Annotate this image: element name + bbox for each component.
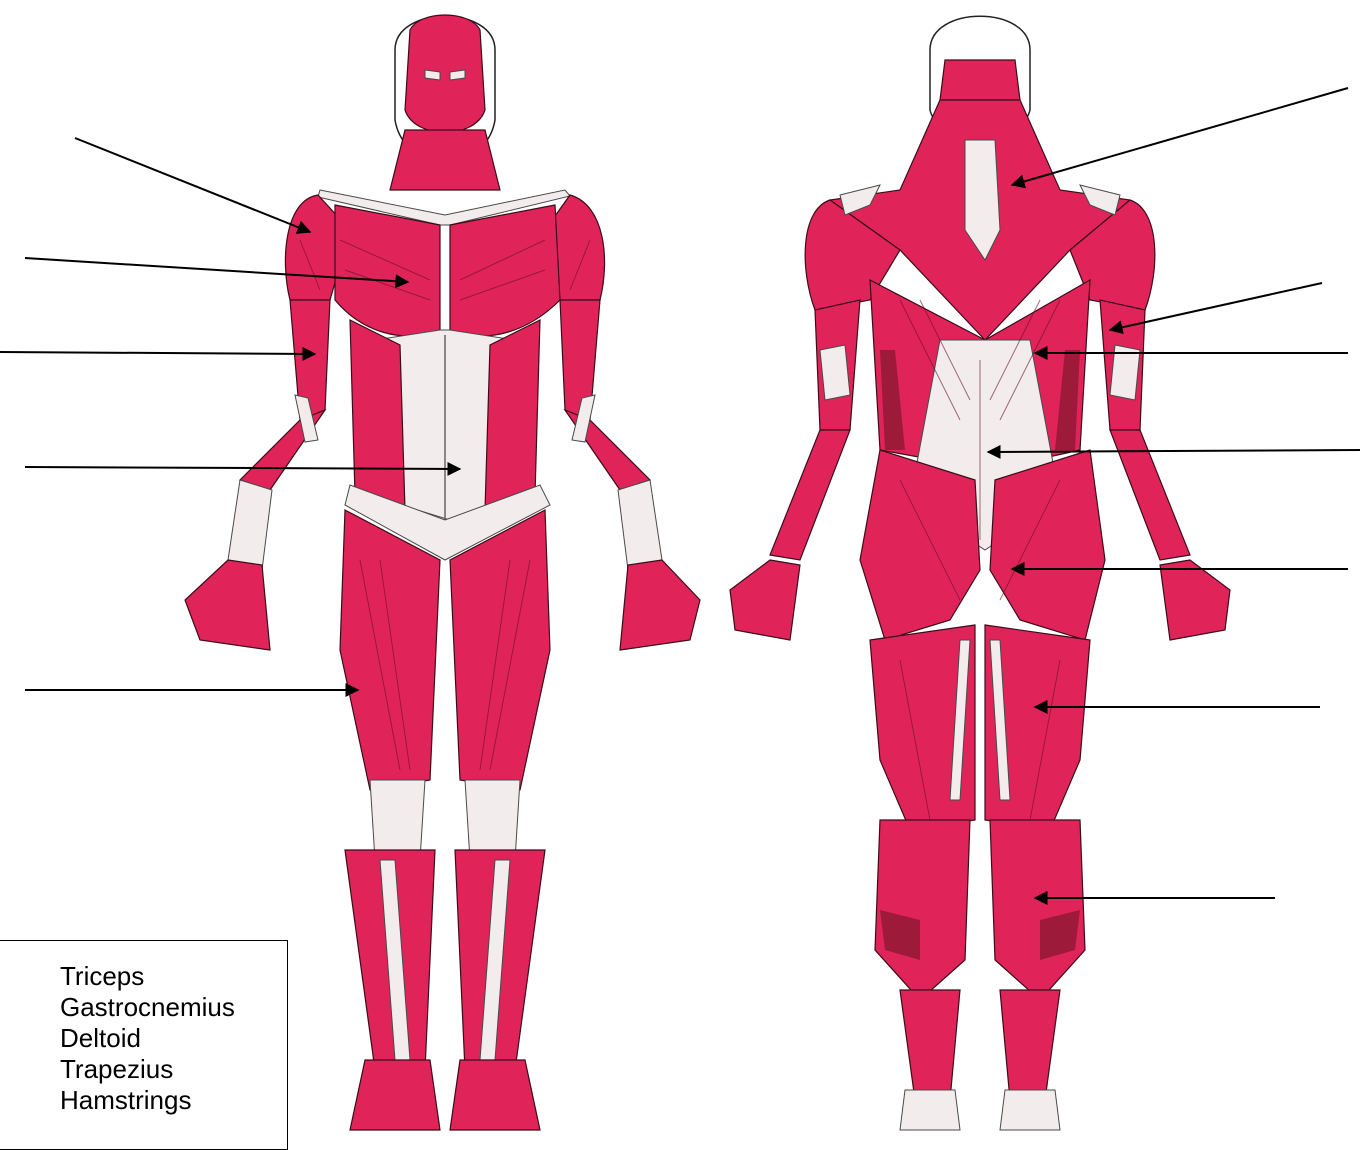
word-bank-item: Trapezius: [60, 1054, 287, 1085]
arrow-deltoid: [75, 138, 310, 232]
word-bank-item: Deltoid: [60, 1023, 287, 1054]
word-bank-item: Hamstrings: [60, 1085, 287, 1116]
word-bank-list: Triceps Gastrocnemius Deltoid Trapezius …: [0, 941, 287, 1116]
word-bank: Triceps Gastrocnemius Deltoid Trapezius …: [0, 940, 288, 1150]
arrow-biceps: [0, 352, 315, 354]
word-bank-item: Gastrocnemius: [60, 992, 287, 1023]
back-muscle-figure-icon: [730, 16, 1230, 1130]
arrow-trapezius: [1012, 88, 1348, 185]
word-bank-item: Triceps: [60, 961, 287, 992]
